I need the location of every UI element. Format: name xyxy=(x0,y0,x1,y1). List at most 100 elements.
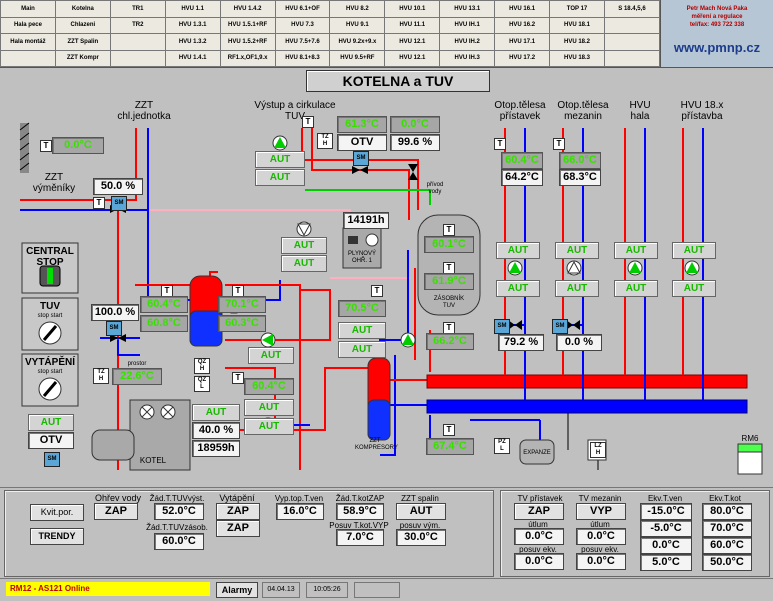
sm-button[interactable]: SM xyxy=(353,151,369,166)
vyp-value[interactable]: 16.0°C xyxy=(276,503,324,520)
nav-item[interactable]: HVU IH.3 xyxy=(439,49,496,67)
aut-button[interactable]: AUT xyxy=(672,280,716,297)
label-rm6: RM6 xyxy=(741,434,759,443)
aut-button[interactable]: AUT xyxy=(614,242,658,259)
tvp-utlum-value[interactable]: 0.0°C xyxy=(514,528,564,545)
label-expanze: EXPANZE xyxy=(523,450,551,456)
tvm-utlum-value[interactable]: 0.0°C xyxy=(576,528,626,545)
aut-button[interactable]: AUT xyxy=(555,280,599,297)
valve-icon-vystup xyxy=(352,164,418,180)
zzt-spalin-button[interactable]: AUT xyxy=(396,503,446,520)
tvm-posuv-label: posuv ekv. xyxy=(581,545,619,554)
tuv-switch xyxy=(21,297,79,351)
zadkot-value[interactable]: 58.9°C xyxy=(336,503,384,520)
pump-icon-hala xyxy=(627,260,643,276)
trendy-button[interactable]: TRENDY xyxy=(30,528,84,545)
aut-button[interactable]: AUT xyxy=(255,151,305,168)
pump-icon-vystup xyxy=(272,135,288,151)
aut-button[interactable]: AUT xyxy=(614,280,658,297)
brand-phone: tel/fax: 493 722 338 xyxy=(689,22,745,28)
aut-button[interactable]: AUT xyxy=(248,347,294,364)
tvm-posuv-value[interactable]: 0.0°C xyxy=(576,553,626,570)
zad-tuvz-value[interactable]: 60.0°C xyxy=(154,533,204,550)
otv-state: OTV xyxy=(28,432,74,449)
aut-button[interactable]: AUT xyxy=(496,280,540,297)
ekv-ven-label: Ekv.T.ven xyxy=(647,494,683,503)
vytapeni-button-2[interactable]: ZAP xyxy=(216,520,260,537)
aut-button[interactable]: AUT xyxy=(281,237,327,254)
zadkot-label: Žád.T.kotZAP xyxy=(335,494,385,503)
otop-p-temp-1: 60.4°C xyxy=(501,152,543,169)
zzt-temp-3: 70.1°C xyxy=(218,296,266,313)
aut-button[interactable]: AUT xyxy=(496,242,540,259)
vystup-temp-2: 0.0°C xyxy=(390,116,440,133)
posuv-vym-value[interactable]: 30.0°C xyxy=(396,529,446,546)
sm-button[interactable]: SM xyxy=(494,319,510,334)
ekv-kot-value[interactable]: 60.0°C xyxy=(702,537,752,554)
zzt-spalin-label: ZZT spalin xyxy=(401,494,439,503)
otop-m-percent: 0.0 % xyxy=(556,334,602,351)
label-vytapeni: VYTÁPĚNÍ xyxy=(24,357,75,368)
sm-button[interactable]: SM xyxy=(44,452,60,467)
tvp-posuv-value[interactable]: 0.0°C xyxy=(514,553,564,570)
gas-heater-hours: 14191h xyxy=(343,212,389,229)
ekv-kot-value[interactable]: 70.0°C xyxy=(702,520,752,537)
ekv-ven-value[interactable]: 0.0°C xyxy=(640,537,692,554)
kvit-por-button[interactable]: Kvit.por. xyxy=(30,504,84,521)
valve-icon-otop-p xyxy=(508,320,522,330)
ekv-ven-value[interactable]: -15.0°C xyxy=(640,503,692,520)
nav-item[interactable]: ZZT Kompr xyxy=(54,49,111,67)
nav-item[interactable]: RF1.x,OF1,9.x xyxy=(219,49,276,67)
aut-button[interactable]: AUT xyxy=(244,399,294,416)
pump-icon-plyn xyxy=(296,221,312,237)
aut-button[interactable]: AUT xyxy=(672,242,716,259)
akum-temp-3: 67.4°C xyxy=(426,438,474,455)
temp-sensor-icon: T xyxy=(494,138,506,150)
aut-button[interactable]: AUT xyxy=(244,418,294,435)
akumulace-tank xyxy=(367,357,391,441)
zad-tuv-value[interactable]: 52.0°C xyxy=(154,503,204,520)
expansion-tank xyxy=(519,439,555,465)
connection-status: RM12 - AS121 Online xyxy=(6,582,210,596)
aut-button[interactable]: AUT xyxy=(28,414,74,431)
aut-button[interactable]: AUT xyxy=(338,322,386,339)
aut-button[interactable]: AUT xyxy=(281,255,327,272)
status-bar: RM12 - AS121 Online Alarmy 04.04.13 10:0… xyxy=(0,578,773,601)
posuv-vym-label: posuv vým. xyxy=(399,521,441,530)
aut-button[interactable]: AUT xyxy=(255,169,305,186)
kotel-temp: 60.4°C xyxy=(244,378,294,395)
ohrev-button[interactable]: ZAP xyxy=(94,503,138,520)
tv-mezanin-button[interactable]: VYP xyxy=(576,503,626,520)
ekv-kot-value[interactable]: 50.0°C xyxy=(702,554,752,571)
label-tuv: TUV xyxy=(40,301,60,312)
aut-button[interactable]: AUT xyxy=(555,242,599,259)
sm-button[interactable]: SM xyxy=(552,319,568,334)
aut-button[interactable]: AUT xyxy=(192,404,240,421)
vystup-otv: OTV xyxy=(337,134,387,151)
alarmy-button[interactable]: Alarmy xyxy=(216,582,258,598)
ekv-ven-value[interactable]: -5.0°C xyxy=(640,520,692,537)
sm-button[interactable]: SM xyxy=(111,196,127,211)
aut-button[interactable]: AUT xyxy=(338,341,386,358)
ekv-kot-value[interactable]: 80.0°C xyxy=(702,503,752,520)
bottom-settings-right xyxy=(500,490,770,577)
tv-pristavek-button[interactable]: ZAP xyxy=(514,503,564,520)
ekv-ven-value[interactable]: 5.0°C xyxy=(640,554,692,571)
zzt-temp-2: 60.8°C xyxy=(140,315,188,332)
nav-item xyxy=(603,49,661,67)
brand-company: Petr Mach Nová Paka xyxy=(686,6,748,12)
central-stop-switch xyxy=(21,242,79,294)
temp-sensor-icon: T xyxy=(443,424,455,436)
posuv-value[interactable]: 7.0°C xyxy=(336,529,384,546)
vytapeni-button-1[interactable]: ZAP xyxy=(216,503,260,520)
brand-website[interactable]: www.pmnp.cz xyxy=(673,40,761,55)
sm-button[interactable]: SM xyxy=(106,321,122,336)
